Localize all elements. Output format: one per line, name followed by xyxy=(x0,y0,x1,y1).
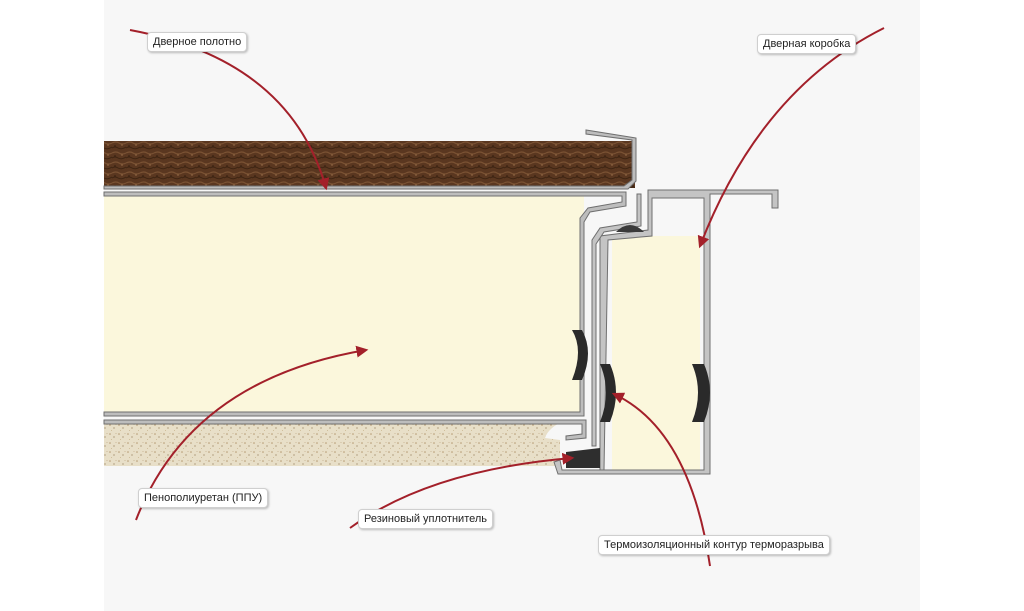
thermal-break-insert-center xyxy=(600,364,616,422)
thermal-break-insert-left xyxy=(572,330,588,380)
door-frame-profile xyxy=(553,189,779,475)
door-leaf-steel-bottom xyxy=(103,419,587,441)
label-door-leaf: Дверное полотно xyxy=(147,32,248,52)
door-frame-inner-edge xyxy=(591,193,642,447)
chipboard-layer xyxy=(104,420,565,466)
frame-foam-core xyxy=(612,236,700,470)
seal-top xyxy=(616,225,644,232)
label-door-frame: Дверная коробка xyxy=(757,34,857,54)
foam-core xyxy=(104,194,584,414)
label-thermal-break: Термоизоляционный контур терморазрыва xyxy=(598,535,830,555)
door-leaf-wood-layer xyxy=(104,141,635,188)
arrow-thermal-break xyxy=(611,392,711,567)
door-leaf-steel-inner xyxy=(103,191,627,417)
thermal-break-insert-right xyxy=(692,364,710,422)
seal-bottom xyxy=(566,448,600,468)
arrow-foam xyxy=(135,345,369,521)
label-foam: Пенополиуретан (ППУ) xyxy=(138,488,269,508)
door-leaf-steel-top xyxy=(103,129,637,190)
label-rubber-seal: Резиновый уплотнитель xyxy=(358,509,494,529)
